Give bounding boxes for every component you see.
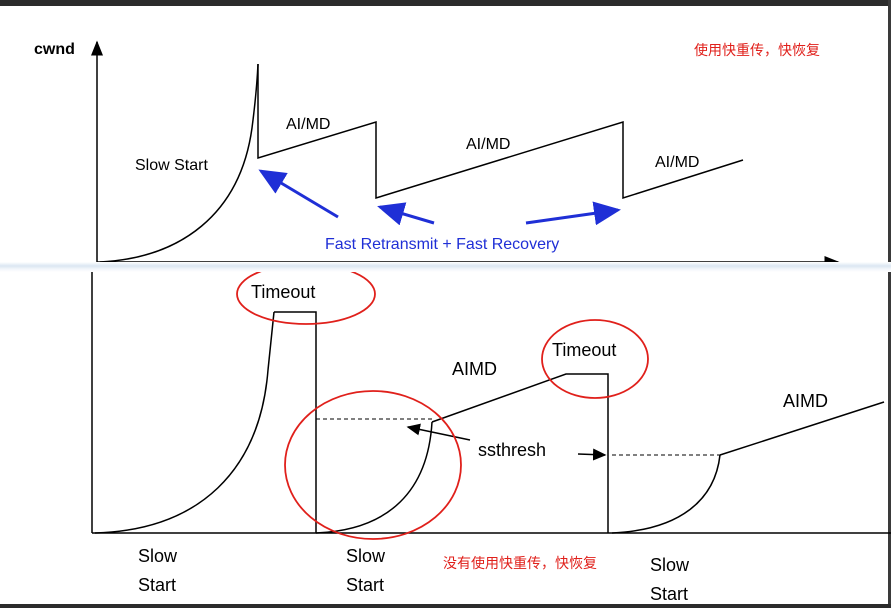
aimd-label-3: AI/MD [655,154,699,171]
aimd-label-2: AI/MD [466,136,510,153]
slow-start-curve-1 [94,311,275,534]
top-note-label: 使用快重传，快恢复 [694,42,820,58]
slow-label-2: Slow [346,546,386,566]
slow-start-curve [99,63,259,263]
window-bottom-border [0,604,891,608]
blue-arrow-3 [525,201,621,226]
aimd-label-bottom-1: AIMD [452,359,497,379]
blue-arrow-1 [258,169,339,219]
bottom-note-label: 没有使用快重传，快恢复 [443,555,597,571]
start-label-1: Start [138,575,176,595]
timeout-plateau-1 [274,311,317,533]
ssthresh-arrow-right [577,448,607,461]
aimd-line-1 [431,373,609,533]
panel-separator [0,262,891,272]
slow-start-label: Slow Start [135,157,208,174]
y-axis-label: cwnd [34,41,75,58]
ssthresh-label: ssthresh [478,440,546,460]
slow-start-highlight-circle [284,390,462,540]
fast-retransmit-recovery-label: Fast Retransmit + Fast Recovery [325,236,559,253]
ssthresh-arrow-left [406,423,471,441]
bottom-diagram: ssthresh Timeout Timeout AIMD AIMD Slow … [91,263,891,604]
slow-label-1: Slow [138,546,178,566]
aimd-label-1: AI/MD [286,116,330,133]
slow-start-curve-3 [611,454,721,534]
cwnd-sawtooth-line [257,64,744,200]
timeout-label-1: Timeout [251,282,315,302]
start-label-3: Start [650,584,688,604]
window-top-border [0,0,891,6]
start-label-2: Start [346,575,384,595]
slow-start-curve-2 [315,421,433,534]
aimd-label-bottom-2: AIMD [783,391,828,411]
timeout-label-2: Timeout [552,340,616,360]
top-diagram: cwnd 使用快重传，快恢复 Slow Start AI/MD AI/MD AI… [34,40,840,268]
blue-arrow-2 [377,202,435,226]
window-right-border [888,0,891,608]
slow-label-3: Slow [650,555,690,575]
timeout-circle-2 [541,319,649,399]
aimd-line-2 [719,401,885,456]
